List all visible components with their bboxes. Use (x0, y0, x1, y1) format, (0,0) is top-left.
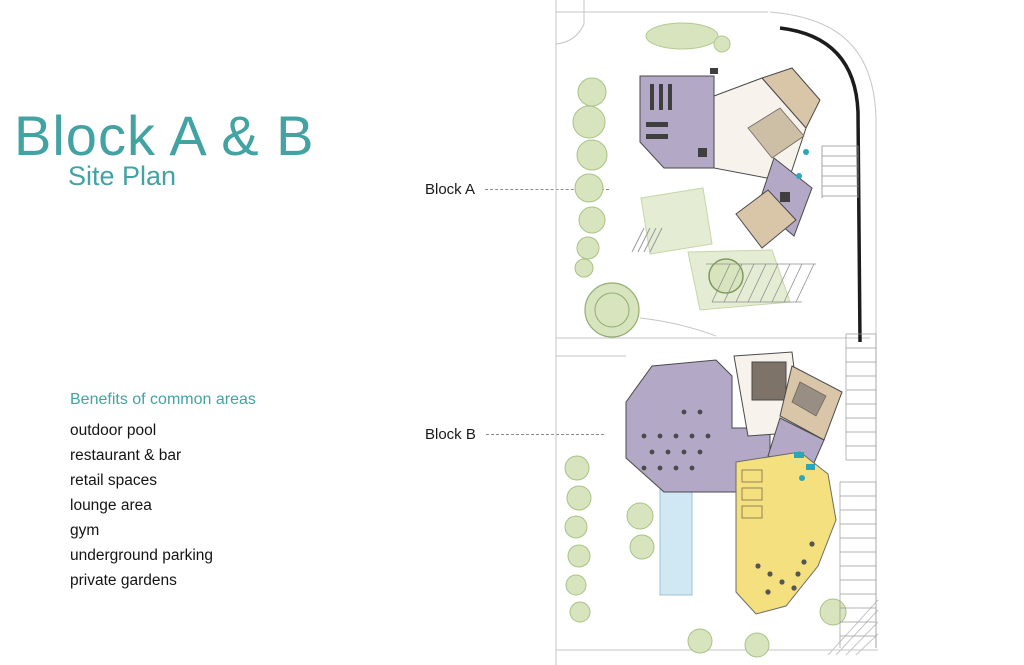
block-a-tan-wing (761, 67, 821, 129)
benefits-heading: Benefits of common areas (70, 391, 256, 408)
benefits-section: Benefits of common areas outdoor pool re… (70, 391, 256, 593)
benefit-item: outdoor pool (70, 422, 157, 439)
benefit-item: retail spaces (70, 472, 158, 489)
block-a-retail-wing (639, 75, 715, 169)
benefit-item: underground parking (70, 547, 214, 564)
block-b-leader-line (485, 434, 604, 435)
block-b-terrace-tables (755, 541, 815, 595)
parking-right-lower (839, 481, 877, 648)
parking-top-right (821, 145, 859, 198)
outdoor-pool (659, 486, 693, 596)
trees (564, 77, 847, 658)
block-b-footprint (625, 351, 843, 615)
block-b-tan-inner (791, 381, 827, 417)
main-road-curve (779, 26, 862, 343)
block-b-label: Block B (425, 426, 476, 443)
crosswalk (631, 227, 663, 253)
block-b-service-block (751, 361, 787, 401)
garden-tree (708, 258, 744, 294)
block-a-interior-fittings (646, 68, 790, 202)
block-b-restaurant (735, 451, 837, 615)
roundabout-tree (584, 282, 640, 338)
block-a-label: Block A (425, 181, 476, 198)
page-subtitle: Site Plan (68, 161, 177, 192)
page-title: Block A & B (14, 103, 315, 167)
block-a-footprint (639, 67, 821, 249)
benefit-item: restaurant & bar (70, 447, 182, 464)
benefit-item: gym (70, 522, 100, 539)
block-b-water-features (794, 452, 815, 481)
road-lines (555, 0, 879, 665)
block-b-tables (641, 409, 711, 471)
parking-right-upper (845, 333, 877, 461)
parking-angled (706, 263, 816, 303)
block-a-callout: Block A (425, 181, 610, 198)
benefit-item: lounge area (70, 497, 152, 514)
benefits-list: outdoor pool restaurant & bar retail spa… (70, 418, 256, 593)
benefit-item: private gardens (70, 572, 177, 589)
block-a-tan-diamond (735, 189, 797, 249)
block-b-restaurant-rooms (741, 469, 763, 519)
block-a-water-features (796, 149, 809, 179)
block-b-callout: Block B (425, 426, 604, 443)
block-a-lobby (747, 107, 805, 159)
block-a-leader-line (485, 189, 610, 190)
hedge (645, 22, 731, 53)
